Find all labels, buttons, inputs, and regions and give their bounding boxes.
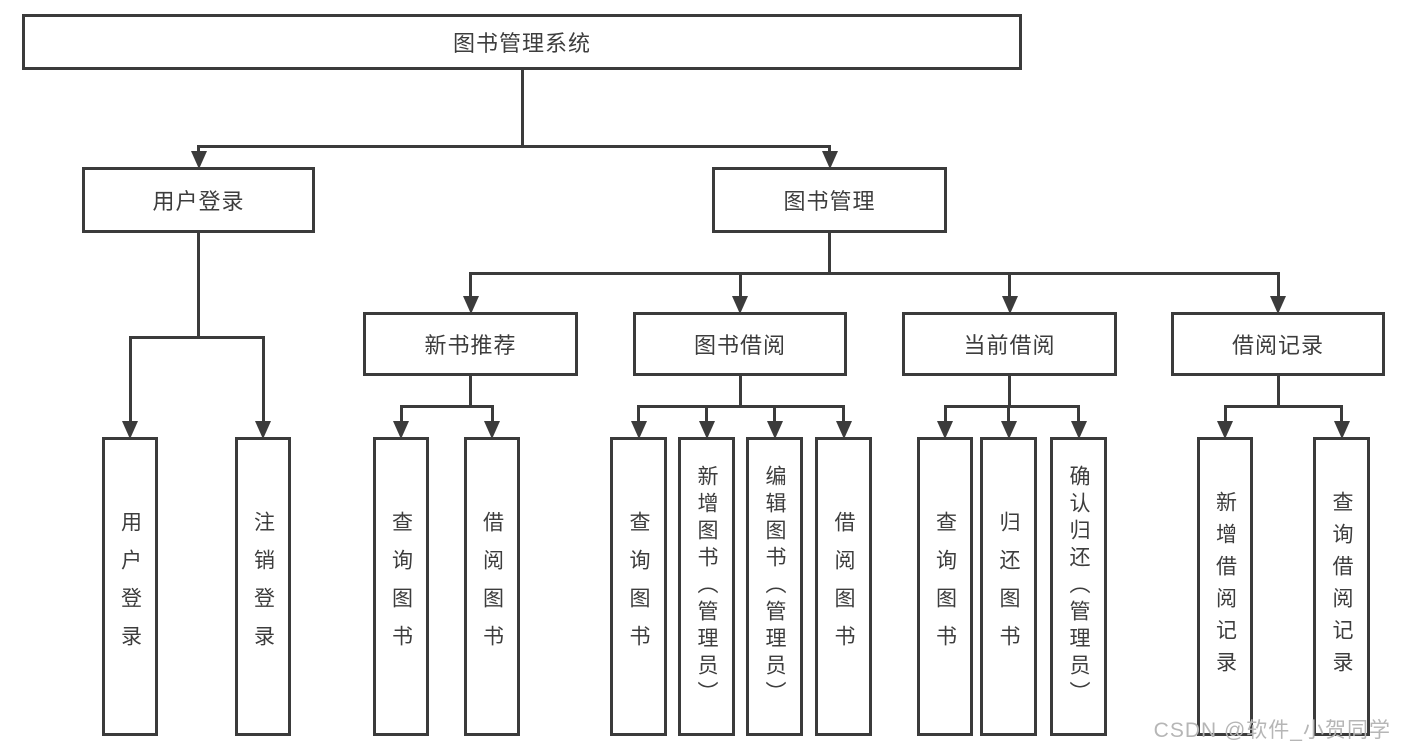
node-leaf-query-borrow-record: 查询借阅记录 (1313, 437, 1370, 736)
connector-drop-leaf-query-book-rec (399, 405, 403, 423)
connector-stem-root (520, 70, 524, 148)
connector-drop-leaf-logout-login (261, 336, 265, 423)
connector-drop-current-borrow (1008, 272, 1011, 298)
connector-drop-leaf-edit-book-admin (773, 405, 776, 423)
connector-branch-root (197, 145, 831, 148)
arrow-into-leaf-query-borrow-record (1333, 421, 1350, 439)
connector-drop-leaf-add-book-admin (705, 405, 708, 423)
connector-branch-new-book-rec (399, 405, 494, 408)
node-leaf-borrow-book-borrow: 借阅图书 (815, 437, 872, 736)
connector-drop-leaf-query-book-current (943, 405, 947, 423)
arrow-into-leaf-borrow-book-rec (484, 421, 500, 439)
arrow-into-book-mgmt (821, 151, 838, 169)
arrow-into-leaf-return-book (1000, 421, 1017, 439)
connector-drop-leaf-confirm-return-admin (1077, 405, 1080, 423)
connector-stem-book-borrow (738, 376, 742, 408)
arrow-into-leaf-logout-login (255, 421, 271, 439)
arrow-into-leaf-borrow-book-borrow (835, 421, 852, 439)
node-leaf-return-book: 归还图书 (980, 437, 1037, 736)
connector-drop-leaf-query-book-borrow (637, 405, 640, 423)
node-book-borrow: 图书借阅 (633, 312, 847, 376)
connector-drop-user-login (197, 145, 200, 153)
node-leaf-add-borrow-record: 新增借阅记录 (1197, 437, 1253, 736)
node-user-login: 用户登录 (82, 167, 315, 233)
arrow-into-leaf-add-borrow-record (1217, 421, 1233, 439)
arrow-into-user-login (190, 151, 207, 169)
connector-stem-new-book-rec (469, 376, 472, 408)
arrow-into-new-book-rec (462, 296, 479, 314)
node-leaf-query-book-current: 查询图书 (917, 437, 973, 736)
connector-drop-leaf-borrow-book-borrow (842, 405, 845, 423)
watermark: CSDN @软件_小贺同学 (1153, 719, 1391, 742)
connector-drop-leaf-return-book (1007, 405, 1010, 423)
connector-drop-leaf-add-borrow-record (1223, 405, 1227, 423)
connector-drop-new-book-rec (469, 272, 472, 298)
node-leaf-add-book-admin: 新增图书（管理员） (678, 437, 735, 736)
node-leaf-confirm-return-admin: 确认归还（管理员） (1050, 437, 1107, 736)
connector-branch-book-mgmt (469, 272, 1280, 275)
arrow-into-current-borrow (1001, 296, 1018, 314)
arrow-into-leaf-confirm-return-admin (1070, 421, 1087, 439)
connector-stem-borrow-records (1276, 376, 1280, 408)
arrow-into-leaf-query-book-rec (393, 421, 409, 439)
arrow-into-leaf-query-book-borrow (630, 421, 647, 439)
connector-stem-book-mgmt (828, 233, 831, 275)
node-new-book-rec: 新书推荐 (363, 312, 578, 376)
connector-stem-user-login (197, 233, 200, 339)
arrow-into-leaf-edit-book-admin (766, 421, 783, 439)
connector-drop-borrow-records (1276, 272, 1280, 298)
arrow-into-borrow-records (1270, 296, 1286, 314)
node-leaf-user-login: 用户登录 (102, 437, 158, 736)
node-leaf-edit-book-admin: 编辑图书（管理员） (746, 437, 803, 736)
node-current-borrow: 当前借阅 (902, 312, 1117, 376)
arrow-into-leaf-query-book-current (937, 421, 953, 439)
connector-drop-book-borrow (738, 272, 742, 298)
node-borrow-records: 借阅记录 (1171, 312, 1385, 376)
connector-branch-current-borrow (943, 405, 1080, 408)
arrow-into-leaf-user-login (122, 421, 138, 439)
connector-branch-book-borrow (637, 405, 845, 408)
node-leaf-query-book-rec: 查询图书 (373, 437, 429, 736)
connector-drop-leaf-borrow-book-rec (490, 405, 494, 423)
node-book-mgmt: 图书管理 (712, 167, 947, 233)
arrow-into-leaf-add-book-admin (698, 421, 715, 439)
connector-drop-leaf-query-borrow-record (1340, 405, 1343, 423)
arrow-into-book-borrow (732, 296, 748, 314)
connector-drop-leaf-user-login (128, 336, 132, 423)
connector-drop-book-mgmt (828, 145, 831, 153)
node-leaf-query-book-borrow: 查询图书 (610, 437, 667, 736)
node-leaf-borrow-book-rec: 借阅图书 (464, 437, 520, 736)
connector-branch-user-login (128, 336, 265, 339)
connector-stem-current-borrow (1008, 376, 1011, 408)
node-root: 图书管理系统 (22, 14, 1022, 70)
node-leaf-logout-login: 注销登录 (235, 437, 291, 736)
connector-branch-borrow-records (1223, 405, 1343, 408)
